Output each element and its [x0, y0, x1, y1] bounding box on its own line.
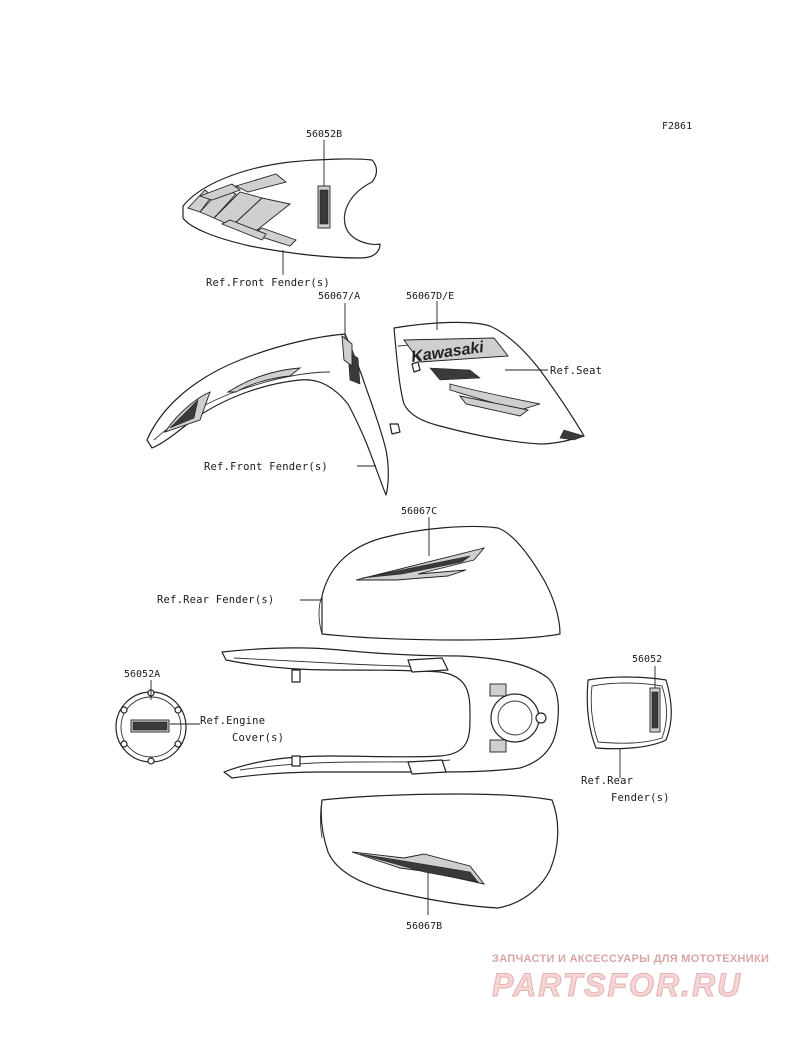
ref-engine-cover-label-line1: Ref.Engine [200, 715, 265, 727]
ref-rear-fender-label-2-line1: Ref.Rear [581, 775, 633, 787]
watermark-site: PARTSFOR.RU [492, 967, 742, 1003]
ref-engine-cover-label-line2: Cover(s) [232, 732, 284, 744]
part-number-56052: 56052 [632, 654, 662, 665]
part-number-56067C: 56067C [401, 506, 437, 517]
ref-front-fender-label-2: Ref.Front Fender(s) [204, 461, 328, 473]
front-fender-side-part [146, 303, 401, 496]
ref-rear-fender-label-1: Ref.Rear Fender(s) [157, 594, 274, 606]
ref-seat-label: Ref.Seat [550, 365, 602, 377]
part-number-56052B: 56052B [306, 129, 342, 140]
part-number-56067B: 56067B [406, 921, 442, 932]
ref-rear-fender-label-2-line2: Fender(s) [611, 792, 670, 804]
part-number-56052A: 56052A [124, 669, 160, 680]
front-fender-top-part [182, 140, 381, 275]
part-number-56067DE: 56067D/E [406, 291, 454, 302]
ref-front-fender-label-1: Ref.Front Fender(s) [206, 277, 330, 289]
watermark-tagline: ЗАПЧАСТИ И АКСЕССУАРЫ ДЛЯ МОТОТЕХНИКИ [492, 953, 769, 965]
rear-fender-assembly [221, 517, 561, 915]
part-number-56067A: 56067/A [318, 291, 360, 302]
engine-cover-part [115, 680, 200, 765]
figure-code: F2861 [662, 121, 692, 132]
rear-fender-small-panel-part [586, 666, 672, 778]
seat-side-panel-part: Kawasaki [393, 301, 585, 445]
